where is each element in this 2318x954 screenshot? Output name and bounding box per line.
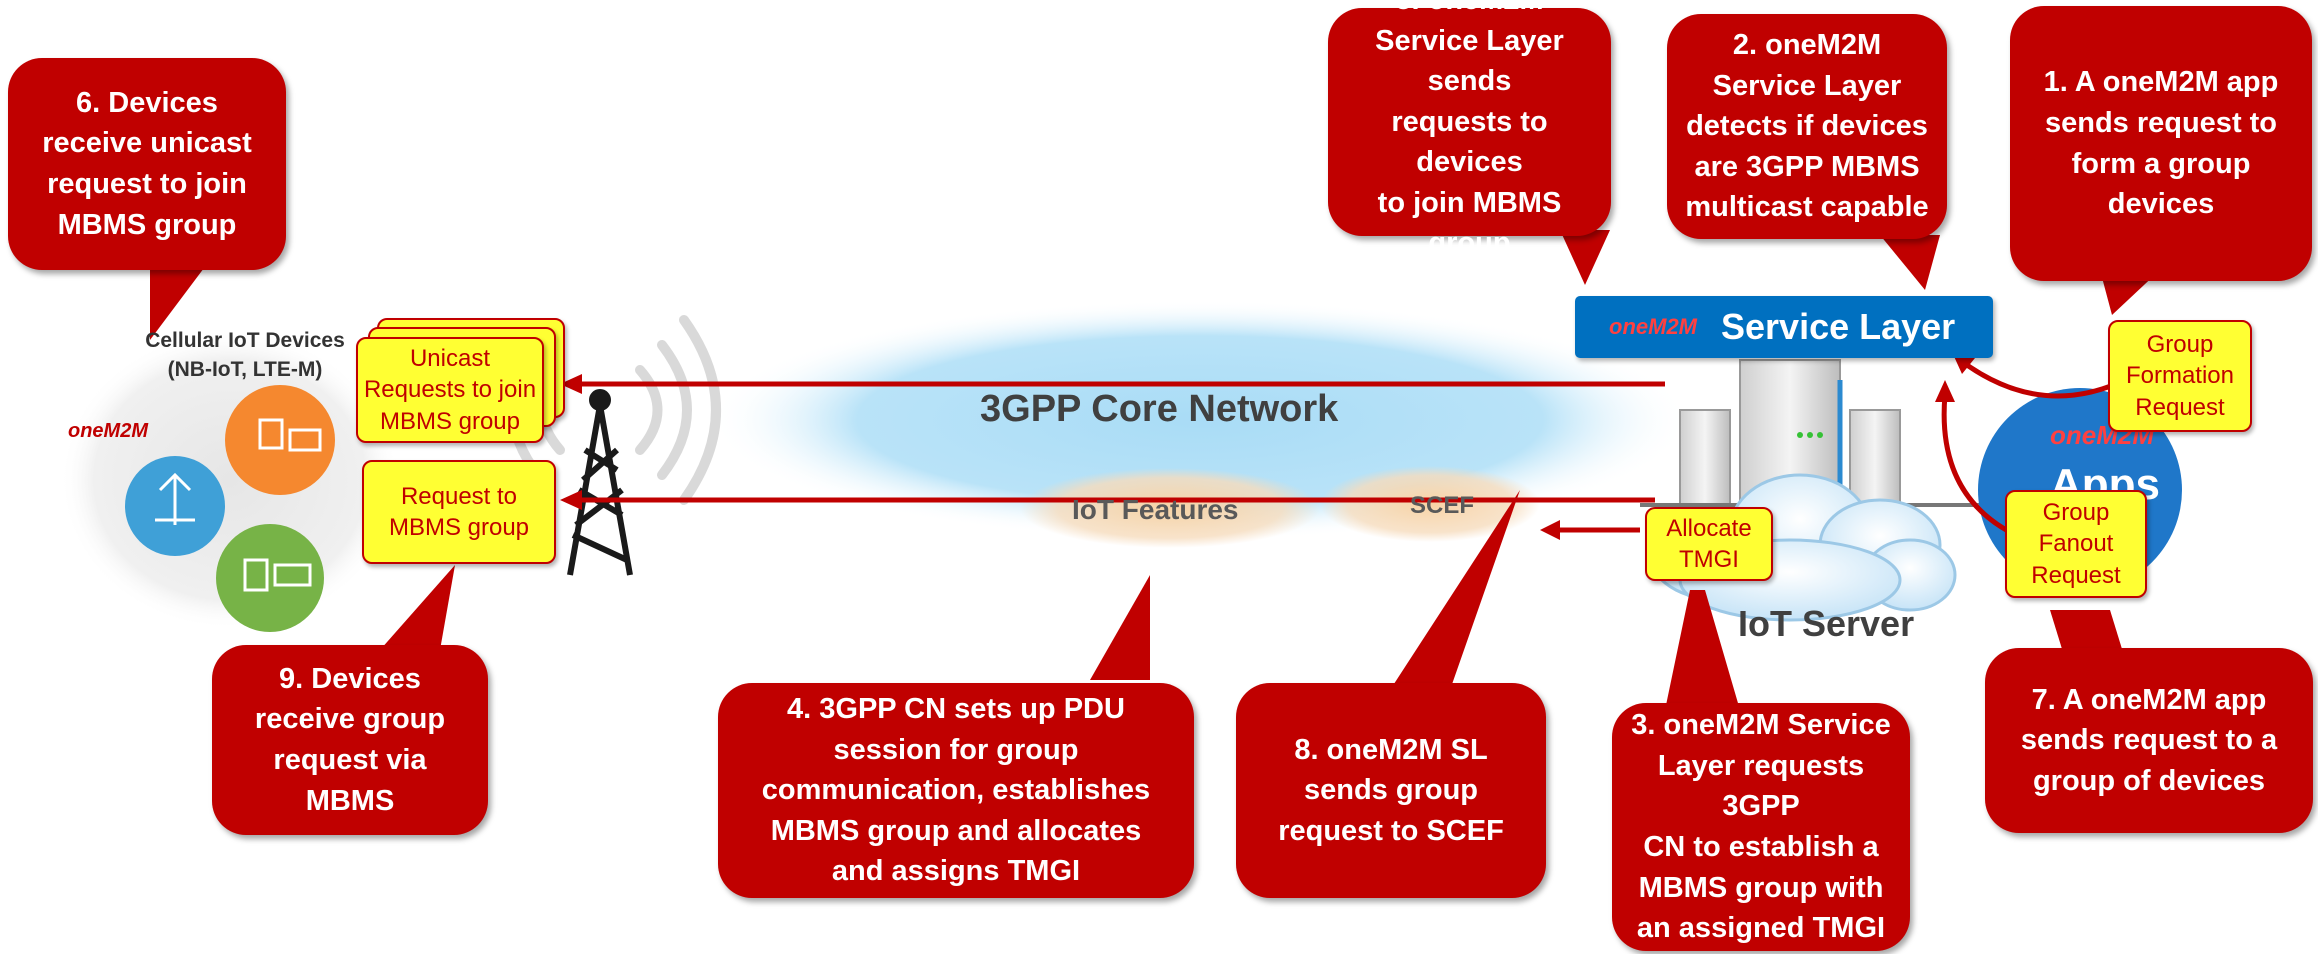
iot-server-title: IoT Server (1738, 603, 1915, 644)
unicast-requests-label: Unicast Requests to join MBMS group (356, 337, 544, 443)
devices-icons (125, 385, 335, 632)
callout-step-9-text: 9. Devices receive group request via MBM… (254, 662, 446, 817)
callout-step-9: 9. Devices receive group request via MBM… (212, 645, 488, 835)
callout-step-3: 3. oneM2M Service Layer requests 3GPP CN… (1612, 703, 1910, 951)
scef-label: SCEF (1410, 492, 1475, 519)
devices-title-text: Cellular IoT Devices (145, 329, 345, 352)
service-layer-logo: oneM2M (1609, 314, 1697, 339)
devices-subtitle: (NB-IoT, LTE-M) (167, 358, 323, 382)
callout-step-2: 2. oneM2M Service Layer detects if devic… (1667, 14, 1947, 239)
callout-step-5-text: 5. oneM2M Service Layer sends requests t… (1375, 0, 1564, 260)
iot-features-blob (1020, 468, 1320, 548)
callout-step-3-text: 3. oneM2M Service Layer requests 3GPP CN… (1631, 709, 1891, 945)
callout-step-7: 7. A oneM2M app sends request to a group… (1985, 648, 2313, 833)
iot-features-label: IoT Features (1072, 494, 1239, 525)
cell-tower-icon (567, 389, 633, 576)
devices-onem2m-logo: oneM2M (68, 420, 148, 442)
police-icon (225, 385, 335, 495)
callout-step-6-text: 6. Devices receive unicast request to jo… (42, 86, 252, 241)
service-layer-bar: oneM2M Service Layer (1575, 296, 1993, 358)
request-to-mbms-label: Request to MBMS group (362, 460, 556, 564)
callout-step-5: 5. oneM2M Service Layer sends requests t… (1328, 0, 1611, 259)
callout-step-6: 6. Devices receive unicast request to jo… (8, 58, 286, 270)
devices-title: Cellular IoT Devices (NB-IoT, LTE-M) (120, 326, 370, 385)
group-formation-label: Group Formation Request (2108, 320, 2252, 432)
core-network-title: 3GPP Core Network (980, 388, 1339, 430)
callout-step-4-text: 4. 3GPP CN sets up PDU session for group… (761, 693, 1151, 888)
callout-step-1-text: 1. A oneM2M app sends request to form a … (2043, 66, 2279, 221)
callout-step-8: 8. oneM2M SL sends group request to SCEF (1236, 683, 1546, 898)
scef-blob (1320, 466, 1540, 542)
service-layer-title: Service Layer (1721, 306, 1956, 347)
allocate-tmgi-label: Allocate TMGI (1645, 507, 1773, 581)
group-fanout-label: Group Fanout Request (2005, 490, 2147, 598)
transport-icon (216, 524, 324, 632)
callout-step-7-text: 7. A oneM2M app sends request to a group… (2020, 683, 2278, 797)
callout-step-8-text: 8. oneM2M SL sends group request to SCEF (1278, 733, 1504, 847)
callout-step-1: 1. A oneM2M app sends request to form a … (2010, 6, 2312, 281)
callout-step-2-text: 2. oneM2M Service Layer detects if devic… (1685, 29, 1929, 224)
callout-step-4: 4. 3GPP CN sets up PDU session for group… (718, 683, 1194, 898)
